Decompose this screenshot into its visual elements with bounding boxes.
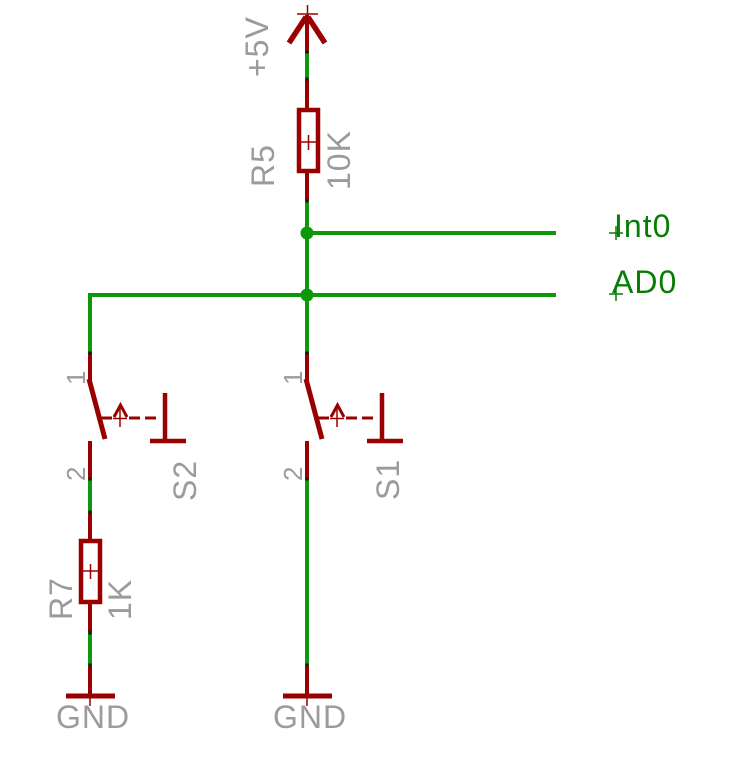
r7-value-label: 1K	[102, 579, 138, 620]
r5-value-label: 10K	[321, 130, 357, 190]
connection-tick	[88, 631, 92, 635]
s1-name-label: S1	[370, 459, 406, 500]
connection-tick	[88, 477, 92, 481]
switch-s1	[303, 353, 403, 479]
gnd-label-1: GND	[56, 699, 130, 735]
junction-dot	[300, 226, 314, 240]
connection-tick	[88, 510, 92, 514]
connection-tick	[305, 77, 309, 81]
net-label-ad0: AD0	[609, 264, 677, 301]
switch-lever	[303, 378, 325, 440]
s1-pin1-label: 1	[278, 371, 308, 385]
s2-pin1-label: 1	[61, 371, 91, 385]
supply-5v-label: +5V	[239, 16, 275, 77]
s1-pin2-label: 2	[278, 467, 308, 481]
resistor-r5	[296, 79, 321, 201]
gnd-symbol-2	[283, 666, 332, 706]
gnd-symbol-1	[66, 666, 115, 706]
arrow-wing	[286, 15, 309, 45]
connection-tick	[305, 199, 309, 203]
switch-s2	[86, 353, 186, 479]
net-name-ad0: AD0	[612, 264, 677, 300]
r5-name-label: R5	[245, 144, 281, 187]
connection-tick	[305, 50, 309, 54]
pin-connection-ticks	[88, 50, 309, 667]
net-wires	[88, 53, 556, 666]
junction-dot	[300, 288, 314, 302]
net-name-int0: Int0	[614, 208, 671, 244]
supply-5v-symbol	[286, 5, 328, 53]
actuator-caret	[329, 401, 346, 418]
connection-tick	[305, 351, 309, 355]
resistor-r7	[78, 513, 103, 632]
net-label-int0: Int0	[609, 208, 671, 244]
connection-tick	[305, 477, 309, 481]
connection-tick	[305, 663, 309, 667]
actuator-caret	[112, 401, 129, 418]
s2-name-label: S2	[167, 460, 203, 501]
connection-tick	[88, 351, 92, 355]
connection-tick	[88, 663, 92, 667]
s2-pin2-label: 2	[61, 467, 91, 481]
gnd-label-2: GND	[273, 699, 347, 735]
arrow-wing	[305, 15, 328, 45]
switch-lever	[86, 378, 108, 440]
r7-name-label: R7	[43, 577, 79, 620]
